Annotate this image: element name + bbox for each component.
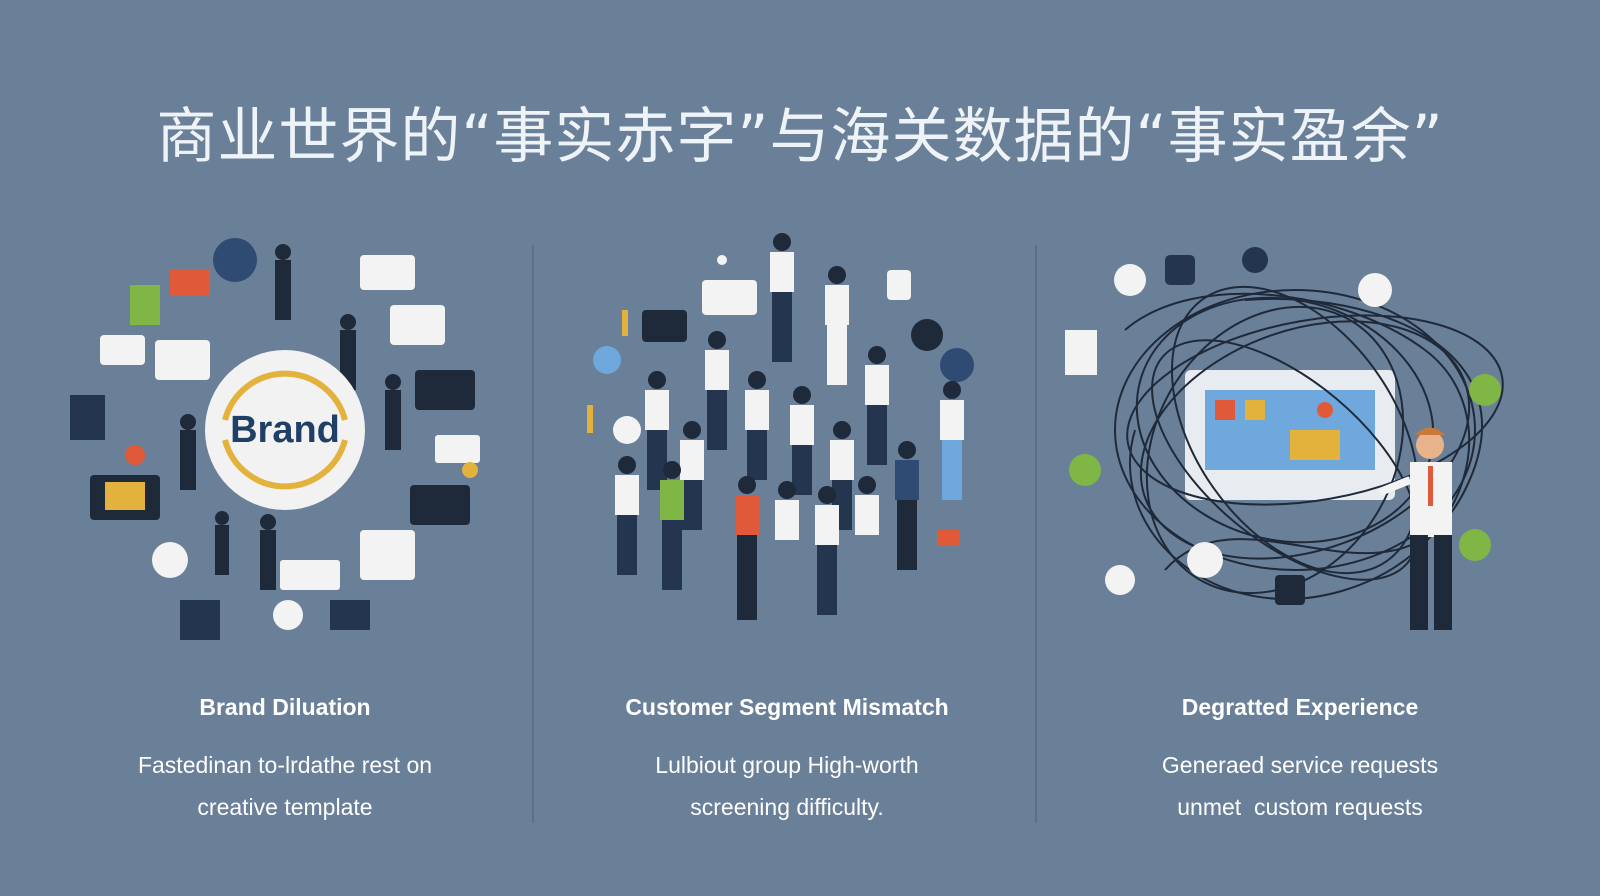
panel-description: Lulbiout group High-worth screening diff… — [532, 744, 1042, 828]
panel-description: Fastedinan to-lrdathe rest on creative t… — [30, 744, 540, 828]
divider-right — [1035, 245, 1037, 823]
desc-line-2: screening difficulty. — [690, 794, 884, 820]
panel-description: Generaed service requests unmet custom r… — [1045, 744, 1555, 828]
divider-left — [532, 245, 534, 823]
desc-line-1: Generaed service requests — [1161, 752, 1439, 778]
desc-line-1: Fastedinan to-lrdathe rest on — [137, 752, 433, 778]
tangled-wires-icon — [1114, 285, 1504, 601]
crowd-people-icon — [587, 233, 974, 620]
panel-degraded-experience: Degratted Experience Generaed service re… — [1045, 230, 1555, 830]
page-title: 商业世界的“事实赤字”与海关数据的“事实盈余” — [156, 102, 1444, 172]
panel-heading: Customer Segment Mismatch — [625, 694, 949, 720]
desc-line-1: Lulbiout group High-worth — [655, 752, 919, 778]
scattered-items-icon — [70, 238, 480, 640]
tangle-illustration — [1045, 230, 1555, 660]
tools-icon — [1114, 264, 1146, 296]
panel-heading: Brand Diluation — [199, 694, 371, 720]
crowd-illustration — [532, 230, 1042, 660]
brand-illustration: Brand — [30, 230, 540, 660]
panel-heading: Degratted Experience — [1181, 694, 1419, 720]
document-icon — [1065, 330, 1097, 375]
desc-line-2: unmet custom requests — [1177, 794, 1423, 820]
panel-brand-dilution: Brand Brand Diluation Fastedinan to-lrda… — [30, 230, 540, 830]
presenter-person-icon — [1378, 427, 1452, 630]
panel-customer-segment: Customer Segment Mismatch Lulbiout group… — [532, 230, 1042, 830]
desc-line-2: creative template — [197, 794, 373, 820]
brand-badge-text: Brand — [230, 409, 340, 451]
